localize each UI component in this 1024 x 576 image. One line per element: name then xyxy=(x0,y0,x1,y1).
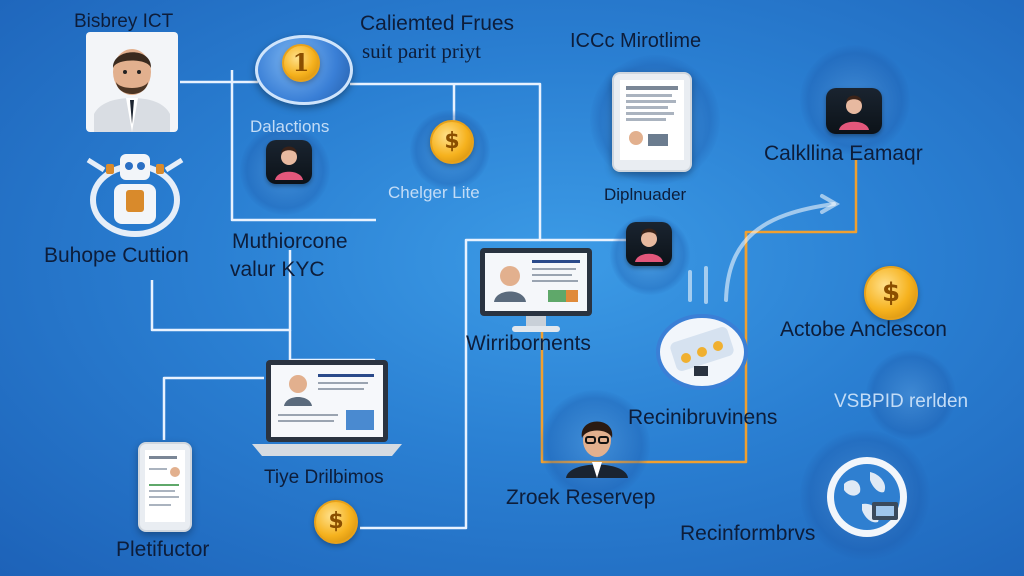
connector-robot-loop xyxy=(150,250,292,332)
label-chelger-lite: Chelger Lite xyxy=(388,183,480,202)
connector-phone-loop xyxy=(162,376,264,440)
label-actobe-anclescon: Actobe Anclescon xyxy=(780,318,947,341)
label-multi-line1: Muthiorcone xyxy=(232,230,348,253)
label-dalactions: Dalactions xyxy=(250,117,330,136)
label-tiye-drilbimos: Tiye Drilbimos xyxy=(264,467,384,488)
connector-badge-loop xyxy=(230,70,376,222)
dollar-coin-icon-3: $ xyxy=(314,500,358,544)
label-wirribornents: Wirribornents xyxy=(466,332,591,355)
user-avatar-icon-top-right xyxy=(826,88,882,134)
tablet-icon-bottom xyxy=(138,442,192,532)
connector-arrow-curve xyxy=(724,202,836,302)
tablet-icon-top xyxy=(612,72,692,172)
label-top-center-line2: suit parit priyt xyxy=(362,39,481,63)
connector-arrow-head xyxy=(820,194,841,214)
user-avatar-icon-center xyxy=(626,222,672,266)
label-zroek-reservep: Zroek Reservep xyxy=(506,486,656,509)
label-person-top-left: Bisbrey ICT xyxy=(74,11,174,32)
label-diplnuader: Diplnuader xyxy=(604,185,687,204)
glasses-person-icon xyxy=(564,412,630,478)
label-calkllina-eamaqr: Calkllina Eamaqr xyxy=(764,142,923,165)
robot-icon xyxy=(80,140,190,240)
label-recinformbrvs: Recinformbrvs xyxy=(680,522,816,545)
card-reader-icon xyxy=(656,312,748,390)
dollar-coin-icon-1: $ xyxy=(430,120,474,164)
connector-top-bus xyxy=(350,82,542,530)
gear-decor-8 xyxy=(866,350,956,440)
user-avatar-icon-dalactions xyxy=(266,140,312,184)
label-top-right-title: ICCc Mirotlime xyxy=(570,30,702,52)
label-recinibruvinens: Recinibruvinens xyxy=(628,406,778,429)
laptop-icon xyxy=(252,356,402,462)
businessman-avatar-icon xyxy=(86,32,178,132)
label-top-center-line1: Caliemted Frues xyxy=(360,12,515,35)
label-vsbpid-rerlden: VSBPID rerlden xyxy=(834,391,969,412)
dollar-coin-icon-2: $ xyxy=(864,266,918,320)
label-buhope-cuttion: Buhope Cuttion xyxy=(44,244,189,267)
label-pletifuctor: Pletifuctor xyxy=(116,538,210,561)
monitor-icon xyxy=(478,246,594,336)
label-multi-line2: valur KYC xyxy=(230,258,325,281)
globe-icon xyxy=(822,452,912,542)
step-badge-number: 1 xyxy=(282,44,320,82)
